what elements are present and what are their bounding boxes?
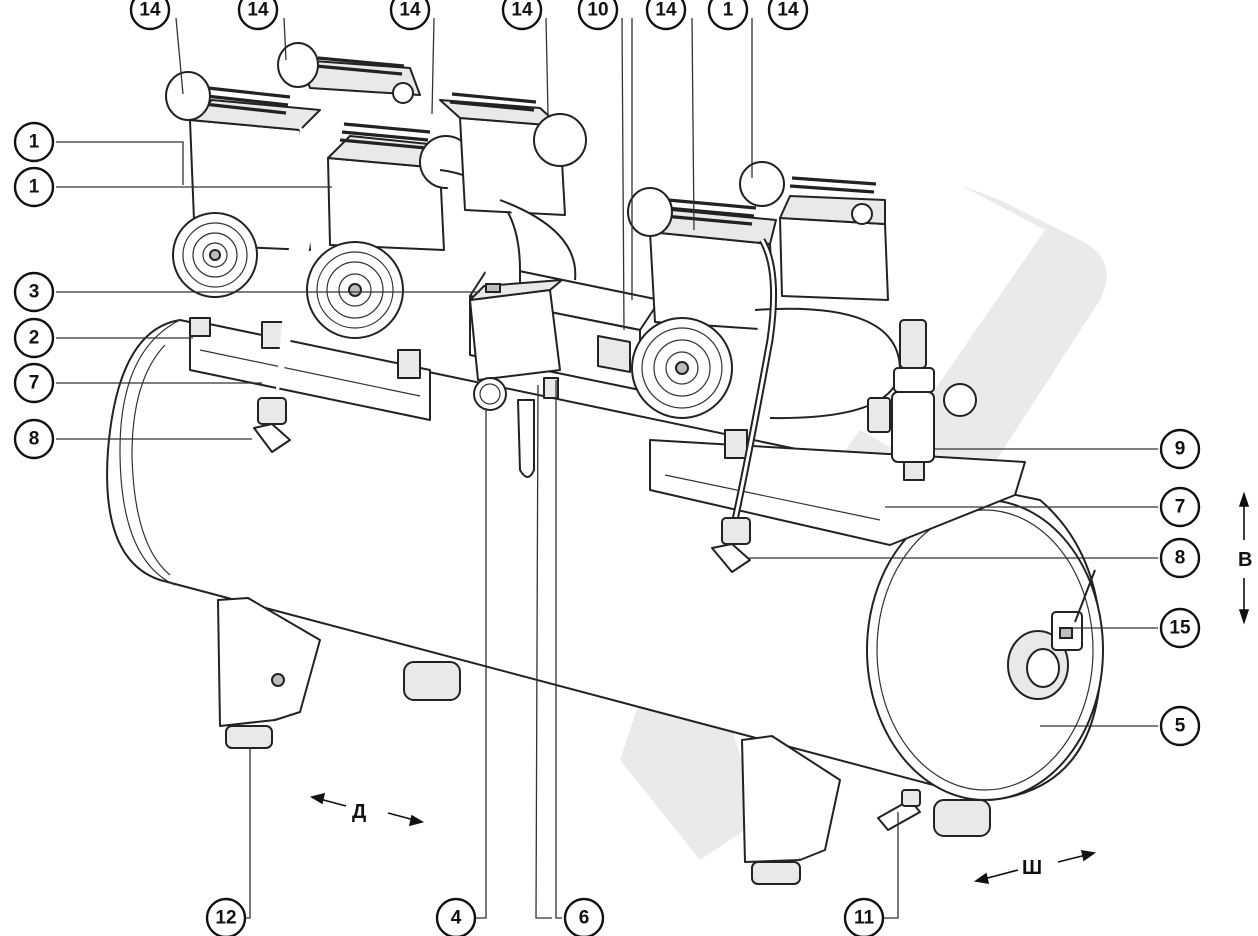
callout-9: 9 xyxy=(1159,428,1201,470)
svg-text:14: 14 xyxy=(655,0,677,21)
callout-7-b: 7 xyxy=(1159,486,1201,528)
callout-2: 2 xyxy=(13,317,55,359)
svg-text:3: 3 xyxy=(29,282,40,303)
hose-left xyxy=(253,126,319,453)
callout-5: 5 xyxy=(1159,705,1201,747)
callout-6: 6 xyxy=(563,897,605,936)
svg-text:12: 12 xyxy=(215,908,236,929)
tank-end-cap xyxy=(866,499,1104,801)
direction-depth: Д xyxy=(309,792,425,827)
callout-1-a: 1 xyxy=(13,121,55,163)
svg-text:4: 4 xyxy=(451,908,462,929)
svg-text:1: 1 xyxy=(29,132,40,153)
callout-14-e: 14 xyxy=(645,0,687,31)
callout-14-b: 14 xyxy=(237,0,279,31)
callout-15: 15 xyxy=(1159,607,1201,649)
pump-left-rear xyxy=(165,71,321,298)
callout-7-a: 7 xyxy=(13,362,55,404)
pump-right-second xyxy=(739,161,889,301)
callout-1-b: 1 xyxy=(13,166,55,208)
svg-text:14: 14 xyxy=(777,0,799,21)
leader-lines xyxy=(56,17,1158,919)
svg-text:7: 7 xyxy=(1175,497,1186,518)
callout-10: 10 xyxy=(577,0,619,31)
label-height: В xyxy=(1238,549,1252,571)
direction-width: Ш xyxy=(973,850,1097,884)
pressure-switch xyxy=(469,279,563,478)
callout-8-b: 8 xyxy=(1159,537,1201,579)
label-width: Ш xyxy=(1022,857,1042,879)
svg-text:9: 9 xyxy=(1175,439,1186,460)
tank-foot-rear-right xyxy=(933,799,991,837)
callout-14-c: 14 xyxy=(389,0,431,31)
tank-foot-right xyxy=(741,735,841,885)
tank-foot-left xyxy=(217,597,321,749)
callout-11: 11 xyxy=(843,897,885,936)
svg-text:14: 14 xyxy=(399,0,421,21)
callout-14-d: 14 xyxy=(501,0,543,31)
svg-text:14: 14 xyxy=(139,0,161,21)
direction-height: В xyxy=(1238,491,1252,625)
pump-left-front-second xyxy=(439,92,587,281)
svg-text:11: 11 xyxy=(854,908,875,929)
svg-text:15: 15 xyxy=(1169,618,1191,639)
pump-right xyxy=(627,187,901,420)
callout-14-a: 14 xyxy=(129,0,171,31)
tank-foot-rear-left xyxy=(403,661,461,701)
label-depth: Д xyxy=(352,801,366,823)
svg-text:1: 1 xyxy=(723,0,734,21)
pump-left-rear-second xyxy=(277,42,421,104)
svg-text:8: 8 xyxy=(29,429,40,450)
svg-text:6: 6 xyxy=(579,908,590,929)
callout-4: 4 xyxy=(435,897,477,936)
pressure-regulator xyxy=(867,319,977,481)
svg-text:2: 2 xyxy=(29,328,40,349)
svg-text:1: 1 xyxy=(29,177,40,198)
callout-3: 3 xyxy=(13,271,55,313)
callout-1-top: 1 xyxy=(707,0,749,31)
hose-right xyxy=(711,238,778,573)
callout-12: 12 xyxy=(205,897,247,936)
svg-text:5: 5 xyxy=(1175,716,1186,737)
callout-14-f: 14 xyxy=(767,0,809,31)
svg-text:14: 14 xyxy=(247,0,269,21)
svg-text:10: 10 xyxy=(587,0,608,21)
drain-valve xyxy=(877,789,921,831)
svg-text:8: 8 xyxy=(1175,548,1186,569)
safety-valve xyxy=(1007,569,1096,700)
callout-8-a: 8 xyxy=(13,418,55,460)
svg-text:7: 7 xyxy=(29,373,40,394)
base-plate-left xyxy=(189,317,431,421)
svg-text:14: 14 xyxy=(511,0,533,21)
